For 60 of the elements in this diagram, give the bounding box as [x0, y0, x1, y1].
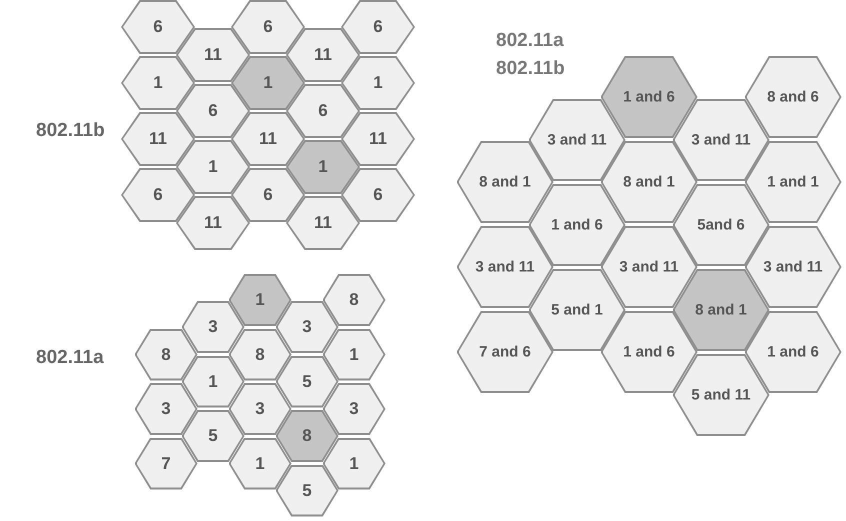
channel-label: 11: [203, 45, 223, 65]
channel-label: 5 and 1: [550, 302, 604, 318]
channel-label: 6: [372, 17, 384, 37]
standard-label: 802.11b: [496, 58, 565, 80]
channel-label: 8: [348, 290, 360, 310]
channel-label: 3: [254, 399, 266, 419]
channel-label: 8 and 1: [478, 174, 532, 190]
channel-label: 8 and 1: [622, 174, 676, 190]
channel-label: 3 and 11: [690, 132, 752, 148]
channel-label: 6: [262, 185, 274, 205]
channel-label: 11: [313, 213, 333, 233]
channel-label: 1: [372, 73, 384, 93]
channel-label: 1: [207, 372, 219, 392]
channel-label: 3: [348, 399, 360, 419]
channel-label: 8 and 1: [694, 302, 748, 318]
channel-label: 3: [207, 317, 219, 337]
channel-label: 1: [152, 73, 164, 93]
channel-label: 5: [301, 372, 313, 392]
channel-label: 8: [301, 426, 313, 446]
channel-label: 3: [301, 317, 313, 337]
channel-label: 6: [317, 101, 329, 121]
channel-label: 1: [348, 344, 360, 364]
channel-label: 11: [313, 45, 333, 65]
channel-label: 11: [368, 129, 388, 149]
channel-label: 5and 6: [696, 216, 746, 234]
channel-label: 1 and 6: [550, 216, 604, 234]
channel-label: 1: [254, 290, 266, 310]
standard-label: 802.11a: [496, 30, 564, 52]
channel-label: 1 and 6: [622, 344, 676, 360]
standard-label: 802.11a: [36, 347, 104, 369]
channel-label: 6: [152, 17, 164, 37]
channel-label: 6: [262, 17, 274, 37]
channel-label: 8: [160, 344, 172, 364]
channel-label: 6: [152, 185, 164, 205]
channel-label: 3: [160, 399, 172, 419]
channel-label: 11: [203, 213, 223, 233]
standard-label: 802.11b: [36, 120, 105, 142]
channel-label: 5 and 11: [690, 386, 752, 404]
channel-label: 1: [262, 73, 274, 93]
channel-label: 1 and 6: [766, 344, 820, 360]
channel-label: 11: [148, 129, 168, 149]
channel-label: 1 and 1: [766, 174, 820, 190]
channel-label: 5: [301, 480, 313, 500]
channel-label: 6: [372, 185, 384, 205]
channel-label: 1: [254, 454, 266, 474]
channel-label: 3 and 11: [618, 258, 680, 276]
channel-label: 8 and 6: [766, 88, 820, 106]
channel-label: 8: [254, 344, 266, 364]
channel-label: 6: [207, 101, 219, 121]
channel-label: 1 and 6: [622, 88, 676, 106]
channel-label: 3 and 11: [762, 258, 824, 276]
channel-label: 1: [348, 454, 360, 474]
channel-label: 5: [207, 426, 219, 446]
channel-label: 11: [258, 129, 278, 149]
channel-label: 3 and 11: [546, 132, 608, 148]
channel-label: 1: [207, 157, 219, 177]
channel-label: 3 and 11: [474, 258, 536, 276]
channel-label: 7: [160, 454, 172, 474]
channel-label: 7 and 6: [478, 344, 532, 360]
channel-label: 1: [317, 157, 329, 177]
